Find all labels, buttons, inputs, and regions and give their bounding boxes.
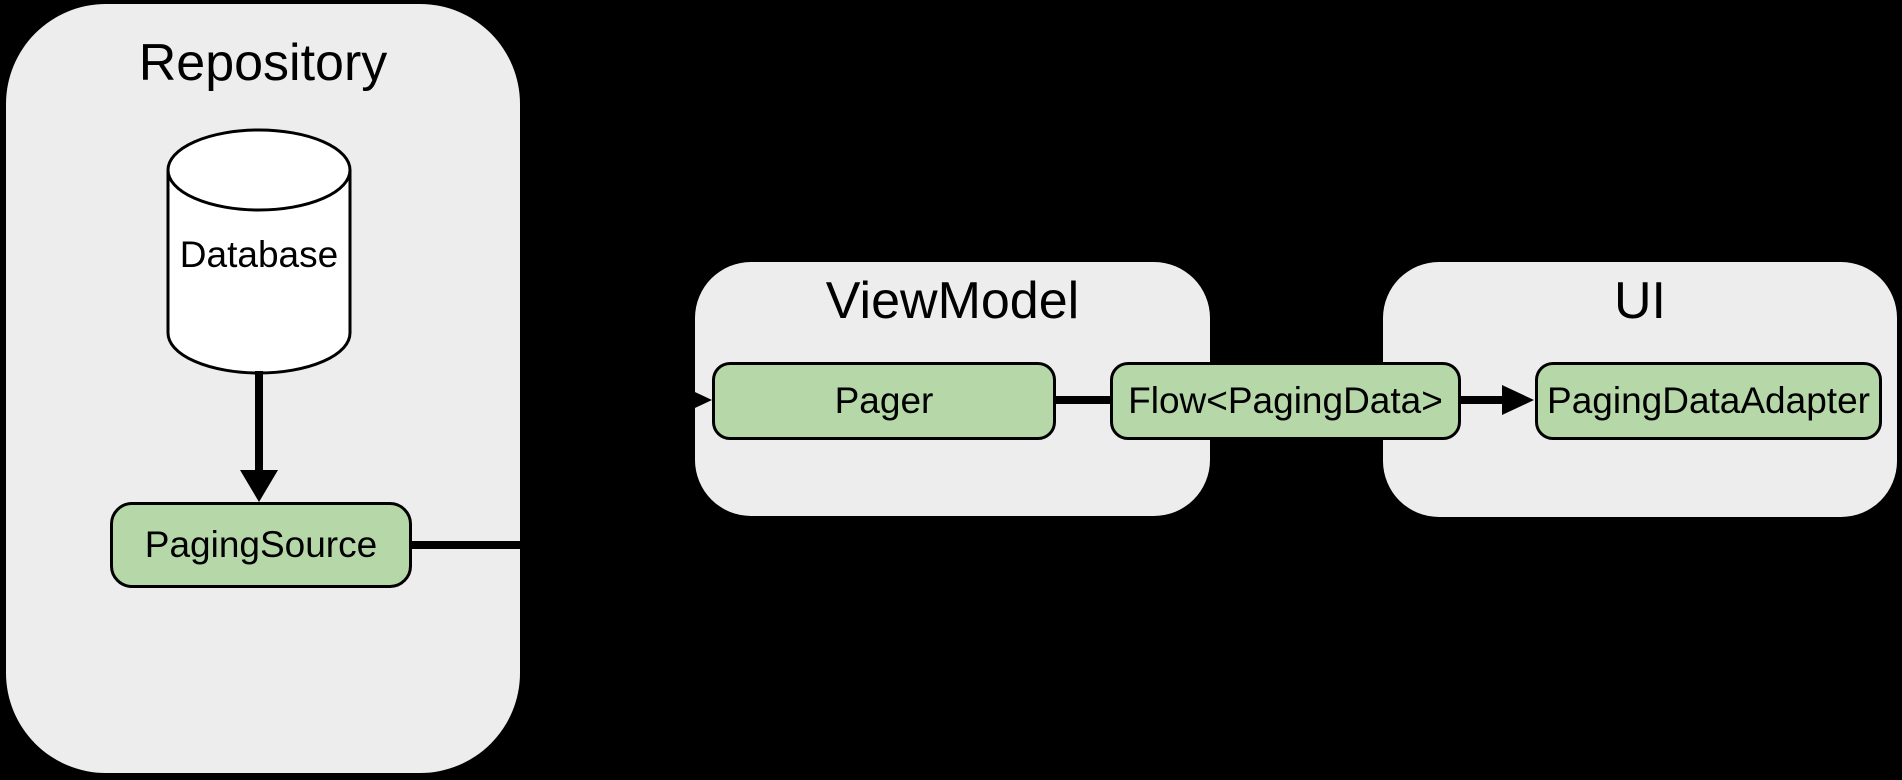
database-node-label: Database [179,234,339,275]
paging-source-node: PagingSource [110,502,412,588]
repository-panel-title: Repository [138,34,388,92]
paging-data-adapter-node-label: PagingDataAdapter [1547,380,1870,421]
repository-panel: Repository [6,4,520,773]
ui-panel-title: UI [1614,272,1666,330]
pager-node-label: Pager [834,380,934,421]
paging-source-node-label: PagingSource [144,524,378,565]
flow-paging-data-node: Flow<PagingData> [1110,362,1461,440]
viewmodel-panel-title: ViewModel [825,272,1080,330]
flow-paging-data-node-label: Flow<PagingData> [1128,380,1443,421]
paging-data-adapter-node: PagingDataAdapter [1535,362,1882,440]
pager-node: Pager [712,362,1056,440]
